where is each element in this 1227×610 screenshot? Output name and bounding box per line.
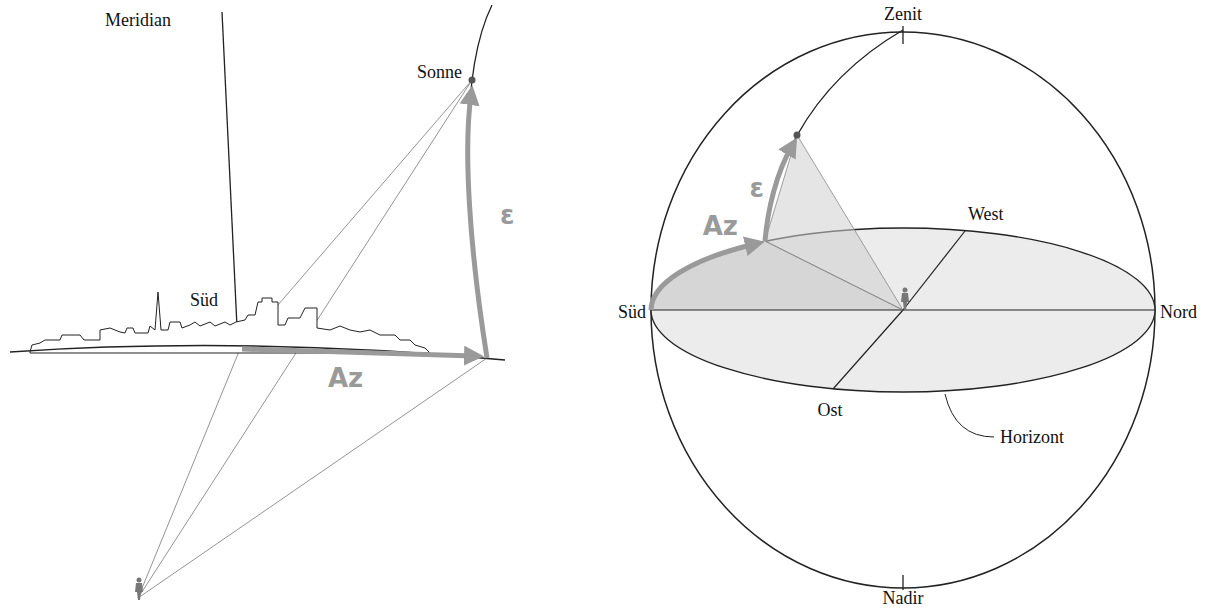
leader-line [945, 394, 994, 437]
azimuth-symbol: Az [328, 365, 363, 391]
nadir-label: Nadir [883, 589, 924, 607]
direction-label: Ost [817, 401, 842, 419]
altitude-triangle [765, 135, 903, 310]
direction-label: Nord [1160, 303, 1197, 321]
meridian-label: Meridian [105, 11, 171, 29]
vertical-circle [468, 5, 492, 358]
celestial-sphere [651, 26, 1155, 590]
direction-label: Süd [190, 291, 218, 309]
observer-figure [135, 578, 143, 601]
azimuth-arrow [651, 244, 755, 310]
east-line [833, 310, 903, 389]
azimuth-ray [765, 241, 903, 310]
horizon-line [10, 346, 505, 360]
sun-label: Sonne [417, 63, 462, 81]
altitude-arrow [765, 146, 792, 241]
horizon-label: Horizont [1000, 428, 1064, 446]
direction-label: Süd [618, 303, 646, 321]
sphere-outline [651, 32, 1155, 588]
west-line [903, 231, 965, 310]
zenith-label: Zenit [884, 5, 922, 23]
sun-dot [794, 132, 801, 139]
altitude-symbol: ε [500, 202, 514, 228]
city-skyline [30, 292, 430, 353]
sun-dot [469, 77, 476, 84]
altitude-symbol: ε [750, 175, 764, 201]
observer-figure [901, 288, 909, 311]
azimuth-arrow [242, 349, 474, 356]
vertical-circle [765, 30, 903, 241]
street-view [10, 5, 505, 600]
zenith-tick [902, 26, 903, 44]
direction-label: West [968, 205, 1004, 223]
meridian-line [222, 12, 238, 348]
horizon-plane [651, 228, 1155, 392]
nadir-tick [902, 575, 903, 590]
altitude-arrow [468, 95, 487, 358]
azimuth-symbol: Az [703, 213, 738, 239]
